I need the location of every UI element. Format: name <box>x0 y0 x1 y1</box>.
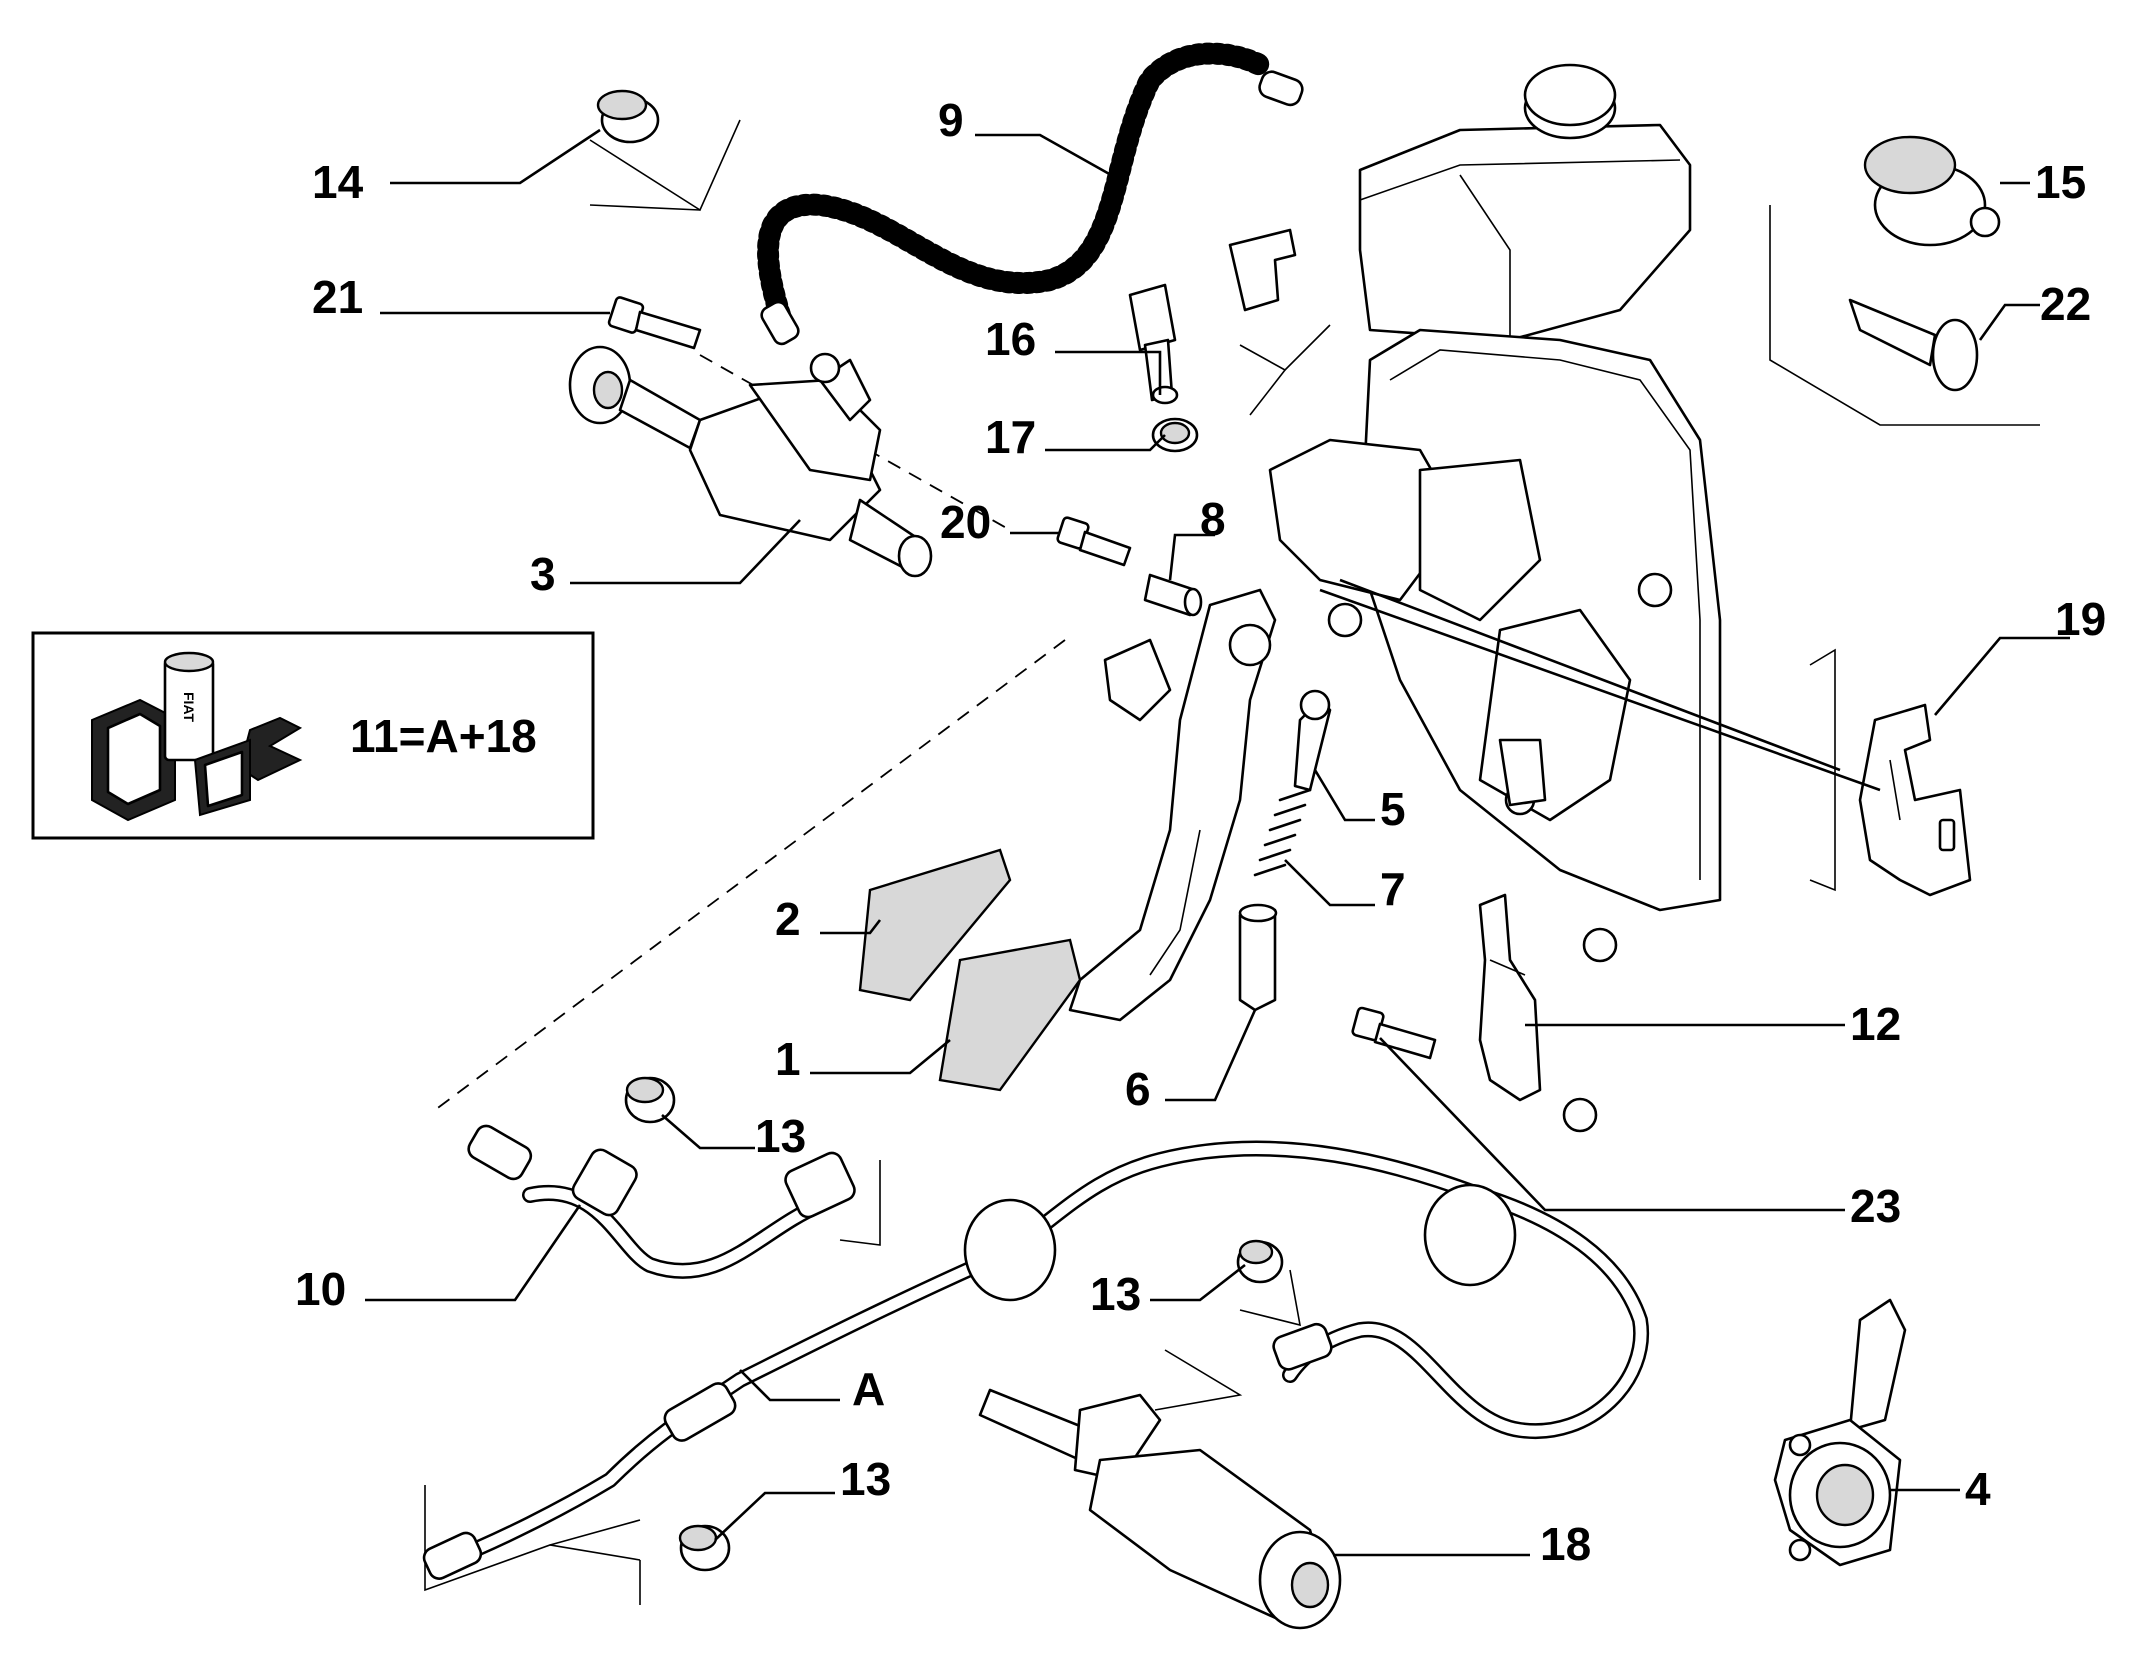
part-17-ring <box>1151 417 1199 453</box>
part-19-clip <box>1858 703 1972 897</box>
callout-16: 16 <box>985 313 1036 365</box>
part-13a-grommet <box>624 1076 676 1124</box>
callout-15: 15 <box>2035 156 2086 208</box>
callout-1: 1 <box>775 1033 801 1085</box>
part-21-bolt <box>607 296 702 350</box>
brake-fluid-reservoir <box>1358 63 1692 342</box>
part-7-spring <box>1253 788 1312 877</box>
clip-part <box>1228 228 1297 312</box>
leader-lines <box>365 128 2070 1557</box>
callout-5: 5 <box>1380 783 1406 835</box>
callout-7: 7 <box>1380 863 1406 915</box>
part-22-screw <box>1848 298 1979 392</box>
fiat-kit-icon: FIAT <box>91 651 303 822</box>
callout-2: 2 <box>775 893 801 945</box>
legend-box: FIAT 11=A+18 <box>31 631 595 840</box>
callout-a: A <box>852 1363 885 1415</box>
part-5-rod <box>1293 689 1332 792</box>
callout-17: 17 <box>985 411 1036 463</box>
callout-12: 12 <box>1850 998 1901 1050</box>
part-2-pedal-pad <box>858 848 1012 1002</box>
callout-9: 9 <box>938 94 964 146</box>
part-3-master-cylinder <box>568 345 933 578</box>
callout-14: 14 <box>312 156 364 208</box>
part-9-hose <box>757 42 1304 346</box>
part-6-sleeve <box>1238 903 1278 1012</box>
part-8-pin <box>1143 573 1203 617</box>
part-16-switch <box>1128 283 1179 405</box>
part-a-pipe <box>422 1140 1650 1580</box>
part-1-pedal-pad <box>938 938 1082 1092</box>
part-20-bolt <box>1056 516 1132 567</box>
dashed-guides <box>424 119 2040 1605</box>
pedal-box-bracket <box>1268 328 1722 912</box>
legend-logo-text: FIAT <box>181 692 197 723</box>
callout-23: 23 <box>1850 1180 1901 1232</box>
callout-13a: 13 <box>755 1110 806 1162</box>
callout-6: 6 <box>1125 1063 1151 1115</box>
part-12-bracket <box>1478 893 1618 1133</box>
callout-21: 21 <box>312 271 363 323</box>
callout-22: 22 <box>2040 278 2091 330</box>
part-23-bolt <box>1351 1006 1437 1060</box>
part-4-release-bearing <box>1773 1298 1907 1567</box>
part-13b-grommet <box>1236 1239 1284 1284</box>
part-15-bushing <box>1863 135 2001 247</box>
pedal-arm <box>1068 588 1277 1022</box>
callout-4: 4 <box>1965 1463 1991 1515</box>
callout-13c: 13 <box>840 1453 891 1505</box>
callout-19: 19 <box>2055 593 2106 645</box>
callout-10: 10 <box>295 1263 346 1315</box>
callout-3: 3 <box>530 548 556 600</box>
callout-18: 18 <box>1540 1518 1591 1570</box>
part-18-slave-cylinder <box>978 1388 1342 1630</box>
part-14-grommet <box>596 89 660 144</box>
part-10-pipe <box>467 1124 856 1279</box>
callout-13b: 13 <box>1090 1268 1141 1320</box>
callout-8: 8 <box>1200 493 1226 545</box>
callouts: 14 21 9 3 16 17 20 8 15 22 19 5 7 2 1 6 … <box>295 94 2106 1570</box>
callout-20: 20 <box>940 496 991 548</box>
legend-formula: 11=A+18 <box>350 710 537 762</box>
